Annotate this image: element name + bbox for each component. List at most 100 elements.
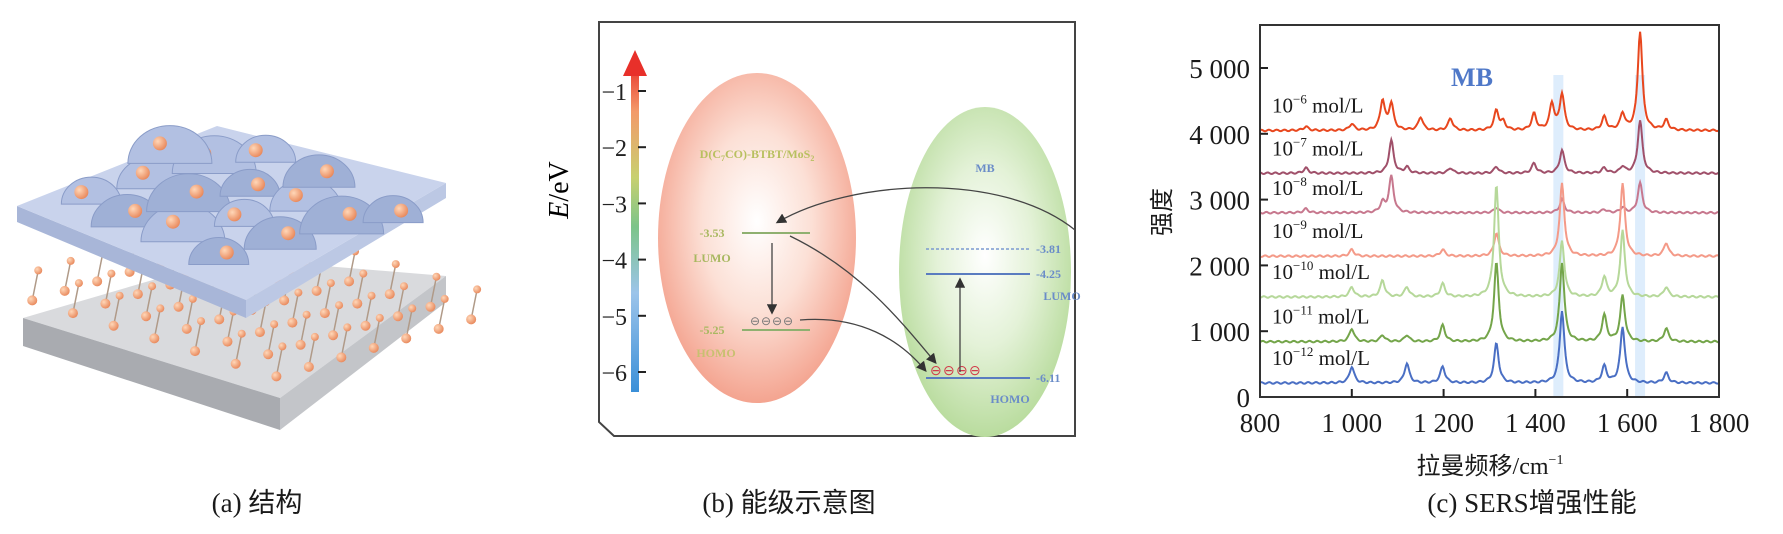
caption-a: (a) 结构	[212, 488, 303, 518]
atom-ball	[148, 282, 157, 291]
energy-tick-label: −5	[601, 305, 627, 331]
x-tick-label: 1 800	[1689, 408, 1750, 438]
atom-ball	[432, 272, 441, 281]
y-tick-label: 1 000	[1189, 317, 1250, 347]
concentration-base: 10	[1272, 305, 1293, 329]
concentration-labels: 10−6 mol/L10−7 mol/L10−8 mol/L10−9 mol/L…	[1272, 92, 1370, 370]
atom-ball	[466, 314, 477, 325]
arrow-icon	[775, 187, 1076, 231]
energy-tick-label: −6	[601, 361, 627, 387]
atom-ball	[222, 336, 233, 347]
concentration-base: 10	[1272, 346, 1293, 370]
atom-ball	[59, 285, 70, 296]
arrow-icon	[799, 318, 927, 372]
atom-ball	[295, 339, 306, 350]
electron-icon: ⊖	[783, 314, 793, 328]
bond-line	[373, 317, 381, 349]
atom-ball	[344, 276, 355, 287]
bond-line	[332, 305, 340, 336]
atom-ball	[399, 282, 408, 291]
bond-line	[72, 282, 80, 314]
petal	[188, 237, 250, 265]
atom-ball	[237, 329, 246, 338]
atom-ball	[360, 320, 371, 331]
nanoparticle-ball	[342, 206, 357, 221]
donor-name-sub2: 2	[810, 154, 814, 163]
atom-ball	[149, 333, 160, 344]
petal	[127, 125, 213, 164]
atom-ball	[343, 323, 352, 332]
nanoparticle-ball	[281, 226, 296, 241]
donor-name: D(C7CO)-BTBT/MoS2	[700, 147, 815, 163]
electron-icon: ⊖	[943, 364, 955, 379]
donor-homo-value: -5.25	[700, 323, 725, 337]
donor-name-sub: 7	[721, 154, 725, 163]
y-axis-label: 强度	[1149, 188, 1176, 236]
concentration-unit: mol/L	[1307, 219, 1364, 243]
atom-ball	[294, 288, 303, 297]
atom-ball	[197, 317, 206, 326]
atom-ball	[181, 323, 192, 334]
atom-ball	[401, 333, 412, 344]
atom-ball	[115, 291, 124, 300]
caption-b: (b) 能级示意图	[702, 488, 875, 518]
concentration-label: 10−9 mol/L	[1272, 217, 1363, 243]
energy-level-diagram: −1−2−3−4−5−6 E/eV D(C7CO)-BTBT/MoS2 -3.5…	[544, 21, 1081, 437]
substrate-front-right	[280, 276, 446, 430]
bond-line	[267, 324, 275, 355]
concentration-label: 10−8 mol/L	[1272, 174, 1363, 200]
bond-line	[324, 282, 332, 314]
atom-ball	[311, 285, 322, 296]
bond-line	[348, 251, 356, 282]
electron-icon: ⊖	[969, 364, 981, 379]
bond-line	[364, 295, 373, 326]
concentration-exponent: −8	[1293, 174, 1307, 189]
concentration-exponent: −12	[1293, 344, 1313, 359]
atom-ball	[173, 301, 184, 312]
spectrum-line	[1259, 31, 1720, 133]
petal	[243, 216, 317, 250]
donor-lumo-value: -3.53	[700, 226, 725, 240]
concentration-label: 10−11 mol/L	[1272, 303, 1369, 329]
x-axis-label-sup: −1	[1549, 453, 1564, 468]
atom-ball	[359, 269, 368, 278]
bond-line	[186, 298, 194, 330]
y-tick-label: 0	[1237, 383, 1251, 413]
bond-line	[308, 336, 316, 368]
acceptor-ellipse	[899, 107, 1071, 437]
y-tick-label: 2 000	[1189, 251, 1250, 281]
atom-ball	[270, 320, 279, 329]
spectrum-line	[1259, 185, 1720, 299]
chart-title: MB	[1451, 63, 1493, 92]
x-axis-label: 拉曼频移/cm−1	[1417, 453, 1564, 480]
acceptor-name: MB	[975, 161, 994, 175]
film-front-left	[17, 206, 246, 318]
bond-line	[31, 270, 39, 301]
energy-axis-label-unit: /eV	[544, 161, 575, 201]
caption-c: (c) SERS增强性能	[1427, 488, 1636, 518]
bond-line	[299, 314, 308, 345]
atom-ball	[214, 314, 225, 325]
atom-ball	[107, 269, 116, 278]
spectra	[1259, 31, 1720, 385]
atom-ball	[352, 298, 363, 309]
x-tick-label: 800	[1240, 408, 1281, 438]
y-tick-label: 4 000	[1189, 120, 1250, 150]
donor-electrons: ⊖ ⊖ ⊖ ⊖	[750, 314, 793, 328]
bond-line	[153, 308, 162, 339]
x-tick-label: 1 600	[1597, 408, 1658, 438]
atom-ball	[375, 313, 384, 322]
bond-line	[405, 308, 413, 339]
energy-color-bar	[631, 62, 639, 392]
concentration-label: 10−10 mol/L	[1272, 258, 1370, 284]
highlight-band	[1635, 75, 1646, 397]
bond-line	[429, 276, 438, 307]
bond-line	[63, 260, 72, 292]
atom-ball	[263, 349, 274, 360]
atom-ball	[328, 330, 339, 341]
nanoparticle-ball	[319, 164, 334, 179]
nanoparticle-ball	[165, 214, 180, 229]
substrate-front-left	[23, 318, 280, 430]
